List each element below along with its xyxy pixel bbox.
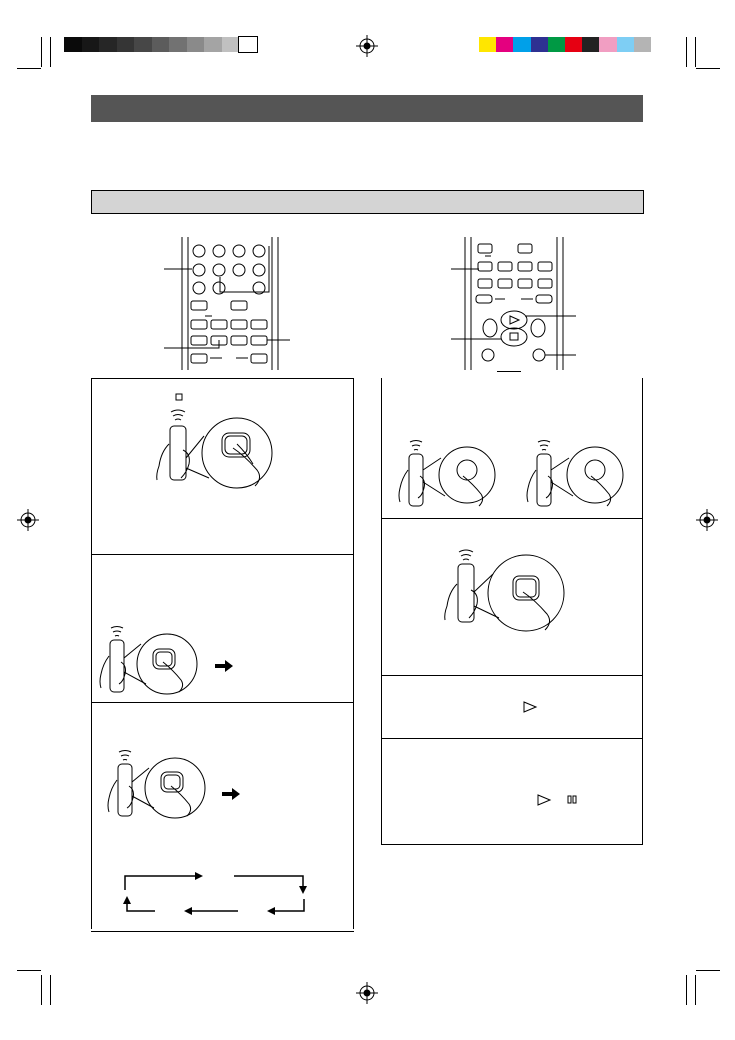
gray-swatch [204, 37, 222, 52]
step-box-6 [381, 675, 643, 739]
crop-mark [50, 975, 51, 1005]
arrow-right-icon [215, 660, 233, 672]
crop-mark [41, 975, 42, 1005]
play-symbol-icon [537, 794, 552, 806]
color-swatch [513, 37, 531, 52]
step-box-3 [91, 702, 354, 929]
cycle-arrows-icon [124, 875, 305, 912]
gray-swatch [238, 36, 258, 53]
color-swatch [530, 37, 548, 52]
color-swatch [599, 37, 617, 52]
remote-control-icon [164, 237, 290, 370]
subsection-title-bar [91, 190, 644, 214]
crop-mark [696, 68, 720, 69]
crop-mark [696, 970, 720, 971]
gray-swatch [99, 37, 117, 52]
gray-swatch [64, 37, 82, 52]
color-swatch [479, 37, 497, 52]
crop-mark [50, 37, 51, 67]
crop-mark [686, 37, 687, 67]
crop-mark [695, 37, 696, 67]
bottom-rule [91, 931, 354, 932]
play-symbol-icon [523, 701, 538, 713]
gray-swatch [81, 37, 99, 52]
gray-swatch [169, 37, 187, 52]
gray-swatch [186, 37, 204, 52]
gray-swatch [134, 37, 152, 52]
pause-symbol-icon [567, 795, 577, 804]
registration-mark-icon [356, 982, 378, 1004]
arrow-right-icon [222, 788, 240, 800]
section-title-bar [91, 95, 643, 122]
remote-bottom-edge [497, 371, 521, 372]
hand-pressing-button-icon [107, 750, 307, 915]
color-swatch [616, 37, 634, 52]
color-swatch [496, 37, 514, 52]
hand-pressing-button-icon [156, 393, 273, 489]
crop-mark [17, 68, 41, 69]
crop-mark [41, 37, 42, 67]
crop-mark [686, 975, 687, 1005]
crop-mark [695, 975, 696, 1005]
hand-pressing-button-icon [444, 549, 565, 632]
stop-symbol-icon [175, 393, 183, 401]
color-swatch [565, 37, 583, 52]
registration-mark-icon [696, 509, 718, 531]
hand-pressing-button-icon [398, 440, 624, 507]
color-swatch [582, 37, 600, 52]
gray-swatch [116, 37, 134, 52]
registration-mark-icon [356, 35, 378, 57]
color-swatch [547, 37, 565, 52]
gray-swatch [151, 37, 169, 52]
remote-control-icon [451, 237, 576, 370]
registration-mark-icon [17, 509, 39, 531]
color-swatch [633, 37, 651, 52]
hand-pressing-button-icon [99, 626, 233, 695]
step-box-7 [381, 738, 643, 845]
crop-mark [17, 970, 41, 971]
gray-swatch [221, 37, 239, 52]
